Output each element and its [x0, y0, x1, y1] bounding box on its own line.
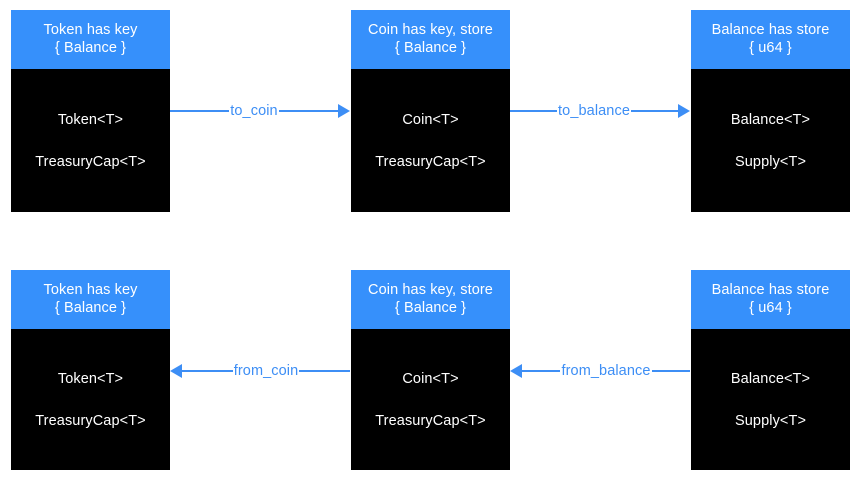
node-body-coin-bottom: Coin<T> TreasuryCap<T> [351, 329, 510, 470]
arrow-left-icon [510, 364, 522, 378]
edge-line [522, 370, 561, 372]
node-field: Balance<T> [730, 111, 811, 128]
edge-label: to_balance [558, 103, 630, 119]
edge-from-balance[interactable]: from_balance [510, 360, 690, 382]
node-header-subtitle: { u64 } [749, 300, 792, 316]
arrow-right-icon [338, 104, 350, 118]
node-field: Supply<T> [734, 412, 807, 429]
node-field: TreasuryCap<T> [35, 412, 146, 429]
node-body-coin-top: Coin<T> TreasuryCap<T> [351, 69, 510, 212]
node-header-subtitle: { Balance } [54, 40, 127, 56]
edge-label: to_coin [230, 103, 278, 119]
edge-line [278, 110, 338, 112]
node-header-title: Coin has key, store [368, 282, 493, 298]
edge-label: from_coin [233, 363, 299, 379]
edge-to-coin[interactable]: to_coin [170, 100, 350, 122]
node-header-coin-bottom: Coin has key, store { Balance } [351, 270, 510, 329]
node-token-bottom[interactable]: Token has key { Balance } Token<T> Treas… [11, 270, 170, 470]
edge-line [299, 370, 351, 372]
edge-line [182, 370, 233, 372]
node-field: Balance<T> [730, 370, 811, 387]
node-field: Coin<T> [402, 370, 459, 387]
node-field: TreasuryCap<T> [35, 153, 146, 170]
node-body-balance-top: Balance<T> Supply<T> [691, 69, 850, 212]
node-header-subtitle: { Balance } [394, 40, 467, 56]
arrow-right-icon [678, 104, 691, 118]
node-field: TreasuryCap<T> [375, 153, 486, 170]
node-header-subtitle: { Balance } [54, 300, 127, 316]
node-coin-top[interactable]: Coin has key, store { Balance } Coin<T> … [351, 10, 510, 212]
edge-line [510, 110, 558, 112]
node-header-balance-top: Balance has store { u64 } [691, 10, 850, 69]
edge-line [170, 110, 230, 112]
arrow-left-icon [170, 364, 182, 378]
node-header-title: Balance has store [711, 22, 830, 38]
node-field: TreasuryCap<T> [375, 412, 486, 429]
edge-label: from_balance [561, 363, 651, 379]
node-token-top[interactable]: Token has key { Balance } Token<T> Treas… [11, 10, 170, 212]
node-header-title: Token has key [43, 22, 138, 38]
node-coin-bottom[interactable]: Coin has key, store { Balance } Coin<T> … [351, 270, 510, 470]
node-header-subtitle: { Balance } [394, 300, 467, 316]
node-body-balance-bottom: Balance<T> Supply<T> [691, 329, 850, 470]
node-field: Token<T> [57, 370, 124, 387]
edge-line [651, 370, 690, 372]
node-field: Coin<T> [402, 111, 459, 128]
edge-from-coin[interactable]: from_coin [170, 360, 351, 382]
node-body-token-top: Token<T> TreasuryCap<T> [11, 69, 170, 212]
node-balance-top[interactable]: Balance has store { u64 } Balance<T> Sup… [691, 10, 850, 212]
node-field: Supply<T> [734, 153, 807, 170]
node-body-token-bottom: Token<T> TreasuryCap<T> [11, 329, 170, 470]
node-header-token-bottom: Token has key { Balance } [11, 270, 170, 329]
edge-line [630, 110, 679, 112]
node-header-token-top: Token has key { Balance } [11, 10, 170, 69]
node-header-title: Coin has key, store [368, 22, 493, 38]
node-header-coin-top: Coin has key, store { Balance } [351, 10, 510, 69]
node-header-title: Balance has store [711, 282, 830, 298]
node-header-title: Token has key [43, 282, 138, 298]
node-header-subtitle: { u64 } [749, 40, 792, 56]
node-balance-bottom[interactable]: Balance has store { u64 } Balance<T> Sup… [691, 270, 850, 470]
edge-to-balance[interactable]: to_balance [510, 100, 691, 122]
node-header-balance-bottom: Balance has store { u64 } [691, 270, 850, 329]
node-field: Token<T> [57, 111, 124, 128]
